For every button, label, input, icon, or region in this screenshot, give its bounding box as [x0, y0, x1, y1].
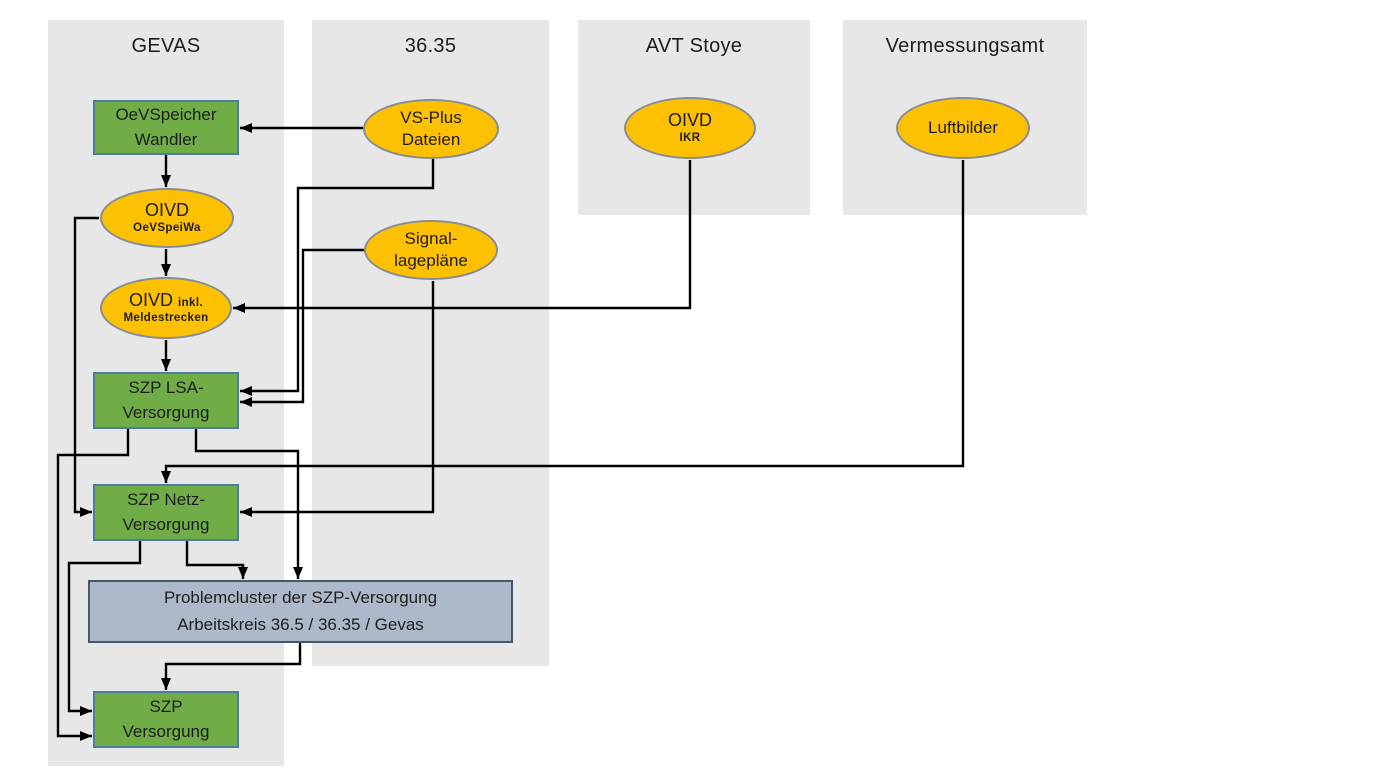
arrowhead-signal-to-szp_netz	[240, 507, 252, 517]
arrowhead-szp_netz-to-szp_vers	[80, 706, 92, 716]
node-oivd-ikr: OIVD IKR	[624, 97, 756, 159]
edge-cluster-to-szp_vers	[164, 643, 302, 690]
arrowhead-szp_netz-to-cluster	[238, 567, 248, 579]
node-szp-versorgung: SZP Versorgung	[93, 691, 239, 748]
node-label: Problemcluster der SZP-Versorgung	[163, 588, 438, 608]
edge-oivd_ikr-to-oivd_inkl	[233, 160, 692, 310]
edge-oivd_oevspeiwa-to-szp_netz	[73, 216, 99, 514]
edge-luftbilder-to-szp_netz	[164, 160, 965, 483]
arrowhead-oivd_oevspeiwa-to-szp_netz	[80, 507, 92, 517]
node-label: OIVD	[667, 110, 712, 131]
node-label-row: OIVD inkl.	[129, 290, 203, 311]
edge-szp_lsa-to-szp_vers	[56, 429, 130, 738]
node-label: VS-Plus	[400, 107, 462, 127]
node-szp-netz-versorgung: SZP Netz- Versorgung	[93, 484, 239, 541]
arrowhead-luftbilder-to-szp_netz	[161, 471, 171, 483]
arrowhead-szp_lsa-to-cluster	[293, 567, 303, 579]
node-label: Dateien	[401, 130, 461, 149]
node-label: Wandler	[134, 129, 198, 149]
node-oivd-inkl-meldestrecken: OIVD inkl. Meldestrecken	[100, 277, 232, 339]
arrowhead-szp_lsa-to-szp_vers	[80, 731, 92, 741]
arrowhead-signal-to-szp_lsa	[240, 397, 252, 407]
node-sublabel: inkl.	[178, 297, 204, 310]
node-signallageplaene: Signal- lagepläne	[364, 220, 498, 280]
node-label: lagepläne	[394, 251, 468, 270]
node-label: Versorgung	[122, 402, 210, 422]
node-label: Arbeitskreis 36.5 / 36.35 / Gevas	[177, 614, 424, 634]
node-label: SZP Netz-	[126, 489, 206, 509]
node-label: OIVD	[128, 290, 173, 311]
arrowhead-oivd_oevspeiwa-to-oivd_inkl	[161, 264, 171, 276]
node-sublabel: IKR	[679, 131, 701, 144]
node-label: OIVD	[144, 200, 189, 221]
arrowhead-oivd_inkl-to-szp_lsa	[161, 359, 171, 371]
edge-szp_netz-to-szp_vers	[67, 541, 142, 713]
arrowhead-oivd_ikr-to-oivd_inkl	[233, 303, 245, 313]
lane-title-36-35: 36.35	[404, 35, 457, 57]
node-sublabel: Meldestrecken	[123, 312, 209, 324]
edge-signal-to-szp_netz	[240, 281, 435, 514]
node-label: SZP LSA-	[128, 377, 204, 397]
node-problemcluster: Problemcluster der SZP-Versorgung Arbeit…	[88, 580, 513, 643]
node-sublabel: OeVSpeiWa	[133, 221, 201, 234]
lane-title-vermessungsamt: Vermessungsamt	[885, 35, 1045, 57]
node-label: Versorgung	[122, 514, 210, 534]
edge-szp_lsa-to-cluster	[194, 429, 300, 579]
node-oevspeicher-wandler: OeVSpeicher Wandler	[93, 100, 239, 155]
node-oivd-oevspeiwa: OIVD OeVSpeiWa	[100, 188, 234, 248]
lane-title-gevas: GEVAS	[131, 35, 201, 57]
lane-title-avt-stoye: AVT Stoye	[645, 35, 743, 57]
node-label: Signal-	[404, 228, 458, 248]
edge-signal-to-szp_lsa	[240, 248, 364, 404]
node-label: Versorgung	[122, 721, 210, 741]
arrowhead-vsplus-to-wandler	[240, 123, 252, 133]
arrowhead-vsplus-to-szp_lsa	[240, 386, 252, 396]
arrowhead-wandler-to-oivd_oevspeiwa	[161, 175, 171, 187]
node-vs-plus-dateien: VS-Plus Dateien	[363, 99, 499, 159]
node-luftbilder: Luftbilder	[896, 97, 1030, 159]
arrowhead-cluster-to-szp_vers	[161, 678, 171, 690]
edge-szp_netz-to-cluster	[185, 541, 245, 579]
edge-vsplus-to-szp_lsa	[240, 159, 435, 393]
node-label: Luftbilder	[928, 117, 998, 137]
node-label: OeVSpeicher	[115, 104, 217, 124]
node-szp-lsa-versorgung: SZP LSA- Versorgung	[93, 372, 239, 429]
node-label: SZP	[149, 696, 183, 716]
